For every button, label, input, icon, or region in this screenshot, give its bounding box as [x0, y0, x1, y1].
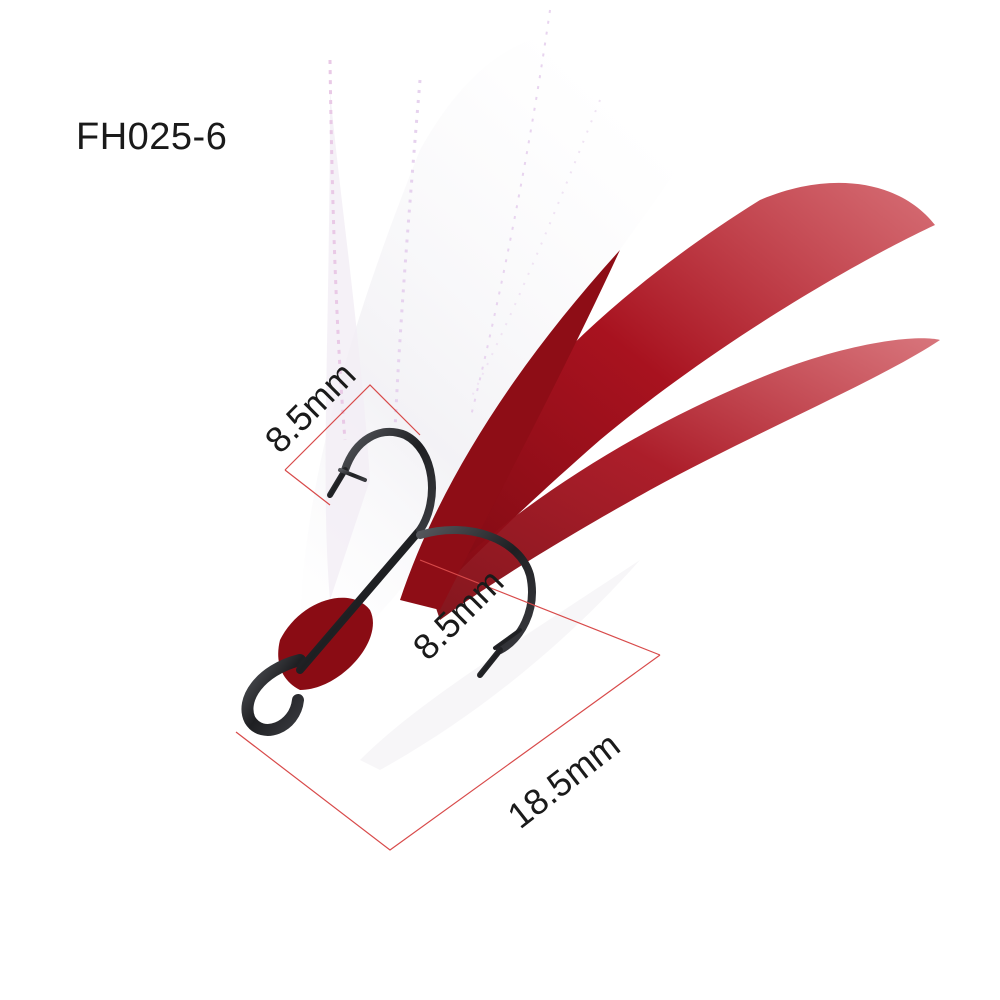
- dimension-line-top-end: [284, 469, 331, 506]
- dimension-line-middle: [419, 559, 661, 656]
- dimension-line-overall: [235, 654, 661, 851]
- dimension-line-top: [284, 384, 421, 471]
- treble-hook-icon: [241, 427, 536, 736]
- dimension-label-overall: 18.5mm: [500, 724, 628, 836]
- dimension-lines: [235, 384, 661, 851]
- model-code-label: FH025-6: [76, 116, 228, 158]
- white-feather-icon: [300, 9, 700, 770]
- red-feather-icon: [400, 182, 940, 620]
